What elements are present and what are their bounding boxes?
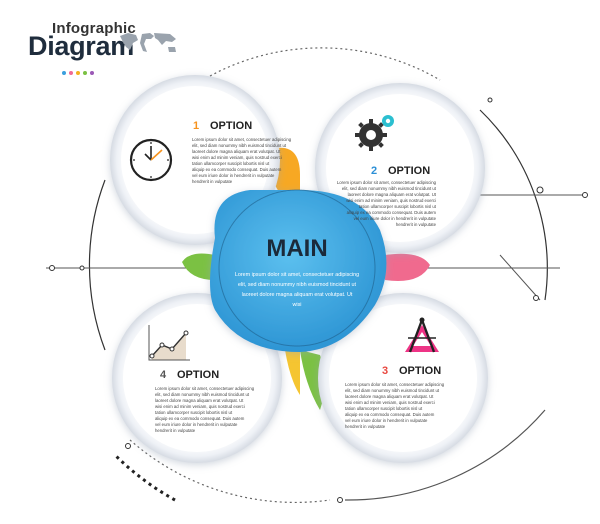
color-dot xyxy=(83,71,87,75)
left-arc xyxy=(88,179,106,351)
compass-icon xyxy=(405,317,439,353)
option-3-number: 3 xyxy=(382,365,388,377)
body-line: laoreet dolore magna aliquam erat volutp… xyxy=(155,398,244,403)
body-line: hendrerit in vulputate xyxy=(155,428,196,433)
option-4-label: OPTION xyxy=(177,369,219,381)
body-line: tation ullamcorper suscipit lobortis nis… xyxy=(345,406,423,411)
main-body-line: laoreet dolore magna aliquam erat volutp… xyxy=(242,292,353,298)
body-line: vel eum iriure dolor in hendrerit in vul… xyxy=(192,173,275,178)
option-4-number: 4 xyxy=(160,369,167,381)
option-circle-4 xyxy=(112,293,282,463)
body-line: laoreet dolore magna aliquam erat volutp… xyxy=(192,149,281,154)
color-dot xyxy=(90,71,94,75)
petal-green xyxy=(182,253,215,280)
body-line: wisi enim ad minim veniam, quis nostrud … xyxy=(192,155,282,160)
body-line: laoreet dolore magna aliquam erat volutp… xyxy=(345,394,434,399)
body-line: Lorem ipsum dolor sit amet, consectetuer… xyxy=(192,137,292,142)
decorative-arcs xyxy=(88,47,548,504)
option-2-number: 2 xyxy=(371,165,377,177)
option-1-heading: 1 OPTION xyxy=(193,120,252,132)
header-subtitle: Infographic xyxy=(52,20,136,37)
clock-icon xyxy=(129,138,173,182)
option-2-label: OPTION xyxy=(388,165,430,177)
top-dotted-arc xyxy=(209,47,441,81)
body-line: vel eum iriure dolor in hendrerit in vul… xyxy=(155,422,238,427)
body-line: aliquip ex ea commodo consequat. Duis au… xyxy=(347,210,437,215)
body-line: tation ullamcorper suscipit lobortis nis… xyxy=(359,204,437,209)
body-line: Lorem ipsum dolor sit amet, consectetuer… xyxy=(155,386,255,391)
body-line: Lorem ipsum dolor sit amet, consectetuer… xyxy=(337,180,437,185)
option-2-heading: 2 OPTION xyxy=(371,165,430,177)
option-3-label: OPTION xyxy=(399,365,441,377)
body-line: elit, sed diam nonummy nibh euismod tinc… xyxy=(155,392,250,397)
petal-yellow xyxy=(285,350,300,395)
main-body: Lorem ipsum dolor sit amet, consectetuer… xyxy=(235,272,359,308)
body-line: aliquip ex ea commodo consequat. Duis au… xyxy=(155,416,245,421)
body-line: wisi enim ad minim veniam, quis nostrud … xyxy=(345,400,435,405)
right-arc xyxy=(479,109,548,301)
body-line: wisi enim ad minim veniam, quis nostrud … xyxy=(155,404,245,409)
body-line: wisi enim ad minim veniam, quis nostrud … xyxy=(346,198,436,203)
option-1-body: Lorem ipsum dolor sit amet, consectetuer… xyxy=(192,137,292,184)
body-line: elit, sed diam nonummy nibh euismod tinc… xyxy=(345,388,440,393)
bottom-thick-dotted-arc xyxy=(113,453,176,502)
world-map-icon xyxy=(120,33,176,52)
body-line: hendrerit in vulputate xyxy=(192,179,233,184)
option-1-label: OPTION xyxy=(210,120,252,132)
body-line: vel eum iriure dolor in hendrerit in vul… xyxy=(345,418,428,423)
option-2-body: Lorem ipsum dolor sit amet, consectetuer… xyxy=(337,180,437,227)
color-dot xyxy=(69,71,73,75)
main-label: MAIN xyxy=(266,235,327,262)
color-dot xyxy=(62,71,66,75)
body-line: hendrerit in vulputate xyxy=(396,222,437,227)
body-line: aliquip ex ea commodo consequat. Duis au… xyxy=(345,412,435,417)
body-line: elit, sed diam nonummy nibh euismod tinc… xyxy=(342,186,437,191)
color-dot xyxy=(76,71,80,75)
petal-yellow2 xyxy=(300,350,325,410)
body-line: laoreet dolore magna aliquam erat volutp… xyxy=(348,192,437,197)
bottom-right-arc xyxy=(344,409,546,501)
gear-icon xyxy=(355,115,394,151)
body-line: elit, sed diam nonummy nibh euismod tinc… xyxy=(192,143,287,148)
connector-nodes xyxy=(49,97,588,503)
body-line: vel eum iriure dolor in hendrerit in vul… xyxy=(354,216,437,221)
main-body-line: wisi xyxy=(292,302,302,308)
body-line: tation ullamcorper suscipit lobortis nis… xyxy=(155,410,233,415)
main-circle xyxy=(210,189,387,352)
body-line: tation ullamcorper suscipit lobortis nis… xyxy=(192,161,270,166)
main-body-line: Lorem ipsum dolor sit amet, consectetuer… xyxy=(235,272,359,278)
body-line: hendrerit in vulputate xyxy=(345,424,386,429)
main-body-line: elit, sed diam nonummy nibh euismod tinc… xyxy=(238,282,357,288)
option-4-heading: 4 OPTION xyxy=(160,369,219,381)
line-chart-icon xyxy=(148,325,190,361)
header-color-dots xyxy=(62,62,122,75)
option-4-body: Lorem ipsum dolor sit amet, consectetuer… xyxy=(155,386,255,433)
option-3-body: Lorem ipsum dolor sit amet, consectetuer… xyxy=(345,382,445,429)
body-line: Lorem ipsum dolor sit amet, consectetuer… xyxy=(345,382,445,387)
option-3-heading: 3 OPTION xyxy=(382,365,441,377)
body-line: aliquip ex ea commodo consequat. Duis au… xyxy=(192,167,282,172)
petal-pink xyxy=(385,253,430,281)
option-circle-3 xyxy=(318,293,488,463)
header-title: Diagram xyxy=(28,31,134,61)
option-1-number: 1 xyxy=(193,120,199,132)
